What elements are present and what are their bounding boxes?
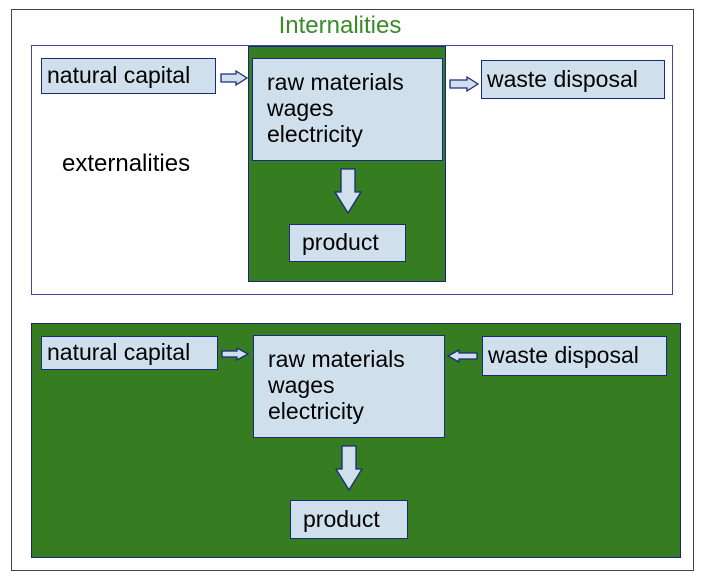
arrow-right-icon bbox=[449, 75, 480, 93]
title-internalities: Internalities bbox=[278, 12, 402, 39]
cost-electricity: electricity bbox=[268, 398, 364, 424]
cost-raw-materials: raw materials bbox=[268, 346, 405, 372]
arrow-left-icon bbox=[446, 348, 478, 364]
natural-capital-box: natural capital bbox=[41, 336, 218, 370]
arrow-right-icon bbox=[220, 69, 249, 87]
arrow-down-icon bbox=[334, 445, 364, 492]
costs-box: raw materials wages electricity bbox=[252, 58, 443, 161]
externalities-label: externalities bbox=[62, 150, 191, 177]
arrow-down-icon bbox=[333, 168, 363, 215]
product-box: product bbox=[290, 500, 408, 539]
product-box: product bbox=[289, 224, 406, 262]
arrow-right-icon bbox=[221, 346, 250, 362]
waste-disposal-box: waste disposal bbox=[482, 336, 667, 376]
costs-box: raw materials wages electricity bbox=[253, 335, 445, 438]
natural-capital-box: natural capital bbox=[41, 58, 216, 94]
cost-wages: wages bbox=[268, 372, 335, 398]
waste-disposal-box: waste disposal bbox=[481, 60, 665, 99]
cost-electricity: electricity bbox=[267, 121, 363, 147]
cost-raw-materials: raw materials bbox=[267, 69, 404, 95]
cost-wages: wages bbox=[267, 95, 334, 121]
outer-frame bbox=[11, 9, 694, 571]
